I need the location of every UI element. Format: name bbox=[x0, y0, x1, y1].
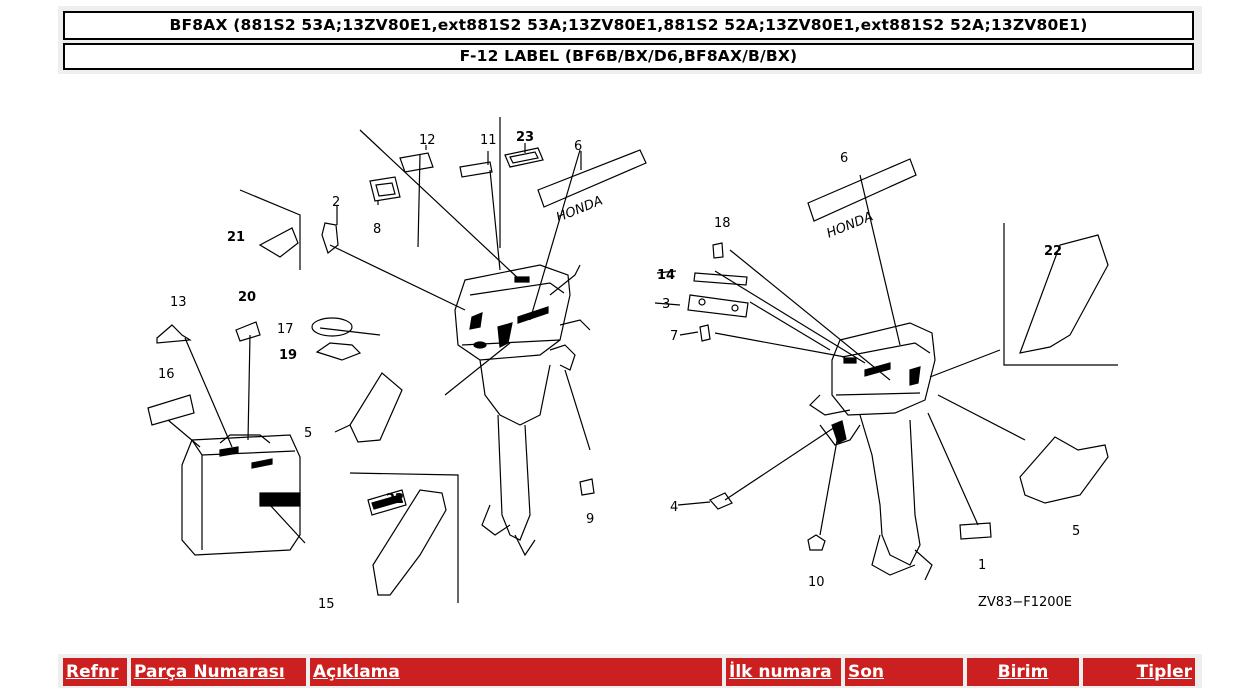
callout-5: 5 bbox=[304, 426, 312, 441]
callout-4: 4 bbox=[670, 500, 678, 515]
callout-21: 21 bbox=[227, 230, 245, 245]
callout-22-right: 22 bbox=[1044, 244, 1062, 259]
col-types[interactable]: Tipler bbox=[1083, 658, 1195, 686]
brand-decal-right: HONDA bbox=[825, 209, 876, 241]
col-description[interactable]: Açıklama bbox=[310, 658, 722, 686]
callout-23: 23 bbox=[516, 130, 534, 145]
engine-cover-drawing bbox=[181, 434, 301, 556]
callout-22: 22 bbox=[386, 492, 404, 507]
callout-13: 13 bbox=[170, 295, 187, 310]
callout-18: 18 bbox=[714, 216, 731, 231]
col-last[interactable]: Son bbox=[845, 658, 963, 686]
callout-10: 10 bbox=[808, 575, 825, 590]
col-first-number[interactable]: İlk numara bbox=[726, 658, 841, 686]
callout-1: 1 bbox=[978, 558, 986, 573]
callout-9: 9 bbox=[586, 512, 594, 527]
callouts-left: 12 11 23 6 2 8 21 20 13 17 19 16 5 22 15… bbox=[158, 130, 594, 612]
callout-8: 8 bbox=[373, 222, 381, 237]
callout-6: 6 bbox=[574, 139, 582, 154]
parts-diagram: HONDA HONDA 12 11 23 6 2 8 21 20 13 17 1… bbox=[147, 117, 1118, 612]
callout-19: 19 bbox=[279, 348, 297, 363]
right-engine-drawing bbox=[809, 322, 936, 581]
callout-20: 20 bbox=[238, 290, 256, 305]
col-refnr[interactable]: Refnr bbox=[63, 658, 127, 686]
col-unit[interactable]: Birim bbox=[967, 658, 1079, 686]
col-part-number[interactable]: Parça Numarası bbox=[131, 658, 306, 686]
callout-17: 17 bbox=[277, 322, 294, 337]
callout-3: 3 bbox=[662, 297, 670, 312]
diagram-code: ZV83−F1200E bbox=[978, 595, 1072, 610]
callout-6-right: 6 bbox=[840, 151, 848, 166]
callout-11: 11 bbox=[480, 133, 497, 148]
left-engine-drawing bbox=[454, 264, 591, 557]
callout-2: 2 bbox=[332, 195, 340, 210]
leader-lines bbox=[167, 117, 1118, 603]
decal-shapes bbox=[147, 147, 1109, 596]
callout-5-right: 5 bbox=[1072, 524, 1080, 539]
callout-16: 16 bbox=[158, 367, 175, 382]
callouts-right: 6 18 14 3 7 22 4 10 1 5 bbox=[657, 151, 1080, 590]
callout-12: 12 bbox=[419, 133, 436, 148]
page-subtitle: F-12 LABEL (BF6B/BX/D6,BF8AX/B/BX) bbox=[63, 43, 1194, 70]
callout-14: 14 bbox=[657, 268, 675, 283]
callout-15: 15 bbox=[318, 597, 335, 612]
callout-7: 7 bbox=[670, 329, 678, 344]
page-title: BF8AX (881S2 53A;13ZV80E1,ext881S2 53A;1… bbox=[63, 11, 1194, 40]
